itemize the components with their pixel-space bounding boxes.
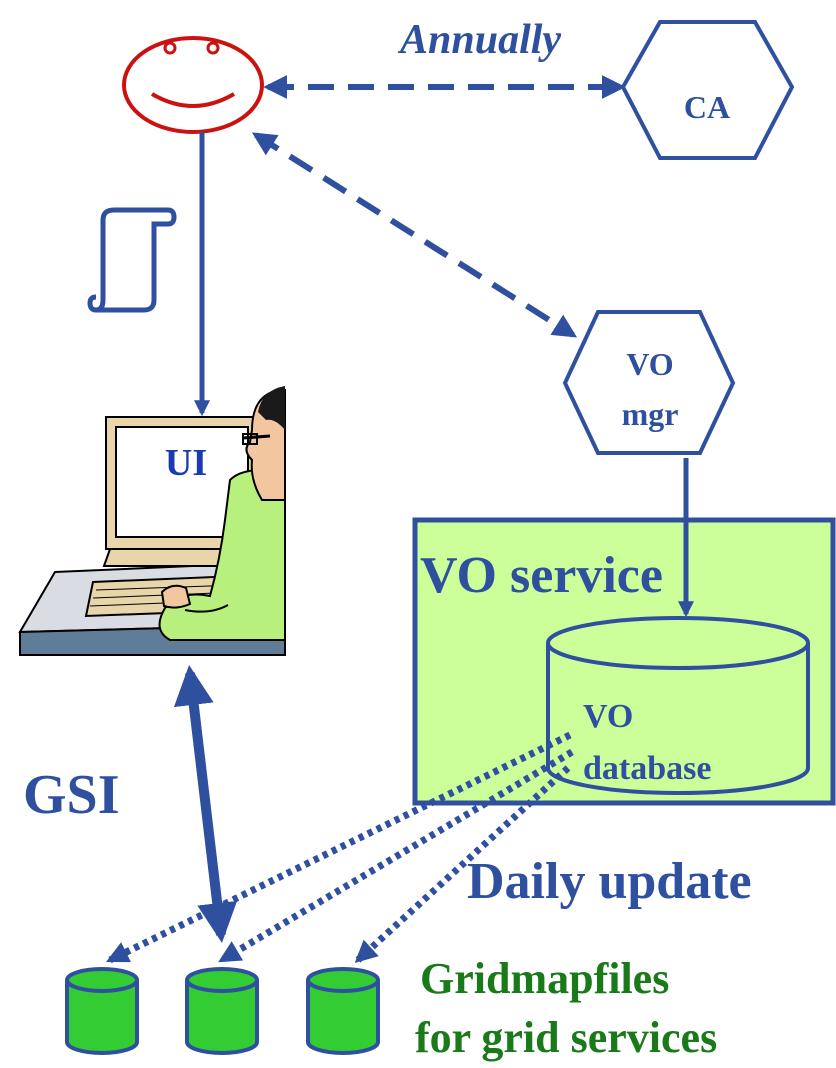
gridmapfiles-label-line2: for grid services [415, 1013, 717, 1062]
vo-database-icon: VO database [546, 616, 810, 795]
gridmapfile-database-icon [185, 967, 259, 1055]
update-arrow-2 [218, 748, 574, 964]
ca-node: CA [620, 20, 795, 160]
vo-mgr-node: VO mgr [562, 310, 736, 455]
certificate-scroll-icon [87, 207, 177, 313]
vo-database-label-line1: VO [583, 698, 633, 735]
annually-label: Annually [397, 17, 561, 63]
ui-label: UI [165, 442, 207, 484]
gridmapfiles-label-line1: Gridmapfiles [420, 954, 669, 1003]
vo-mgr-label-line2: mgr [622, 396, 679, 432]
vo-mgr-label-line1: VO [626, 346, 673, 382]
vo-database-label-line2: database [583, 750, 711, 787]
gridmapfile-database-icon [65, 967, 139, 1055]
gsi-arrow [173, 665, 238, 943]
vo-mgr-request-arrow [251, 132, 578, 338]
ca-label: CA [684, 89, 730, 125]
update-arrow-3 [354, 765, 571, 964]
gsi-label: GSI [23, 764, 120, 826]
vo-service-label: VO service [420, 547, 663, 604]
person-at-computer-icon [18, 386, 286, 656]
gridmapfile-database-icon [306, 967, 380, 1055]
daily-update-label: Daily update [467, 853, 752, 910]
user-smiley-icon [122, 36, 264, 134]
